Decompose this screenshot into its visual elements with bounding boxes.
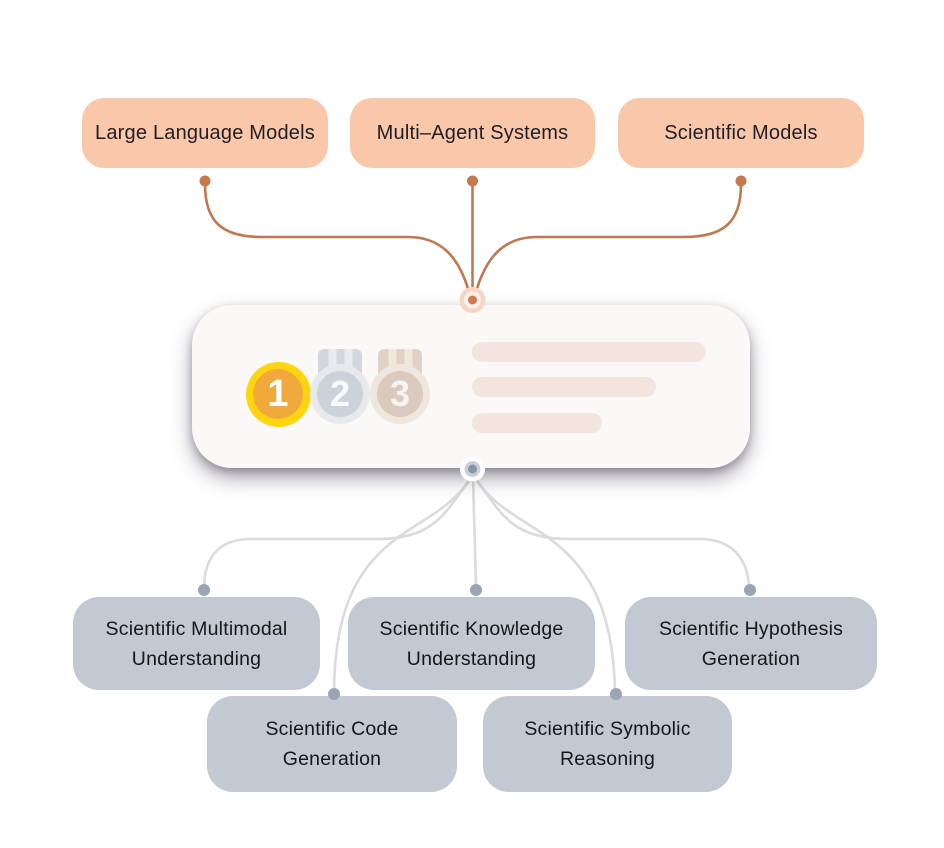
- placeholder-line-1: [472, 342, 706, 362]
- top-node-scientific-models: Scientific Models: [618, 98, 864, 168]
- connector-dot-mas: [467, 175, 478, 187]
- bottom-node-label: Scientific Symbolic Reasoning: [524, 718, 691, 770]
- bottom-node-label: Scientific Code Generation: [265, 718, 399, 770]
- connector-card-to-knowledge: [471, 476, 478, 589]
- top-node-label: Large Language Models: [95, 121, 315, 144]
- hub-center-dot: [468, 295, 477, 305]
- bottom-node-scientific-multimodal-understanding: Scientific Multimodal Understanding: [73, 597, 320, 690]
- bottom-node-label: Scientific Multimodal Understanding: [105, 617, 288, 670]
- connector-card-to-multimodal: [202, 476, 473, 588]
- connector-dot-knowledge: [470, 584, 482, 596]
- connector-llm-to-card: [203, 182, 471, 294]
- top-node-large-language-models: Large Language Models: [82, 98, 328, 168]
- connector-dot-hypothesis: [744, 584, 756, 596]
- medal-disc: 2: [310, 364, 370, 424]
- placeholder-line-2: [472, 377, 656, 397]
- top-node-label: Scientific Models: [664, 121, 818, 144]
- top-node-label: Multi–Agent Systems: [376, 121, 569, 144]
- bottom-node-scientific-hypothesis-generation: Scientific Hypothesis Generation: [625, 597, 877, 690]
- connector-scimodels-to-card: [474, 182, 743, 294]
- top-node-multi-agent-systems: Multi–Agent Systems: [350, 98, 595, 168]
- medal-rank: 2: [317, 371, 363, 417]
- bottom-node-scientific-symbolic-reasoning: Scientific Symbolic Reasoning: [483, 696, 732, 792]
- bottom-node-scientific-code-generation: Scientific Code Generation: [207, 696, 457, 792]
- bottom-node-scientific-knowledge-understanding: Scientific Knowledge Understanding: [348, 597, 595, 690]
- medal-rank: 1: [253, 369, 303, 419]
- medal-disc: 3: [370, 364, 430, 424]
- connector-dot-llm: [199, 175, 211, 187]
- leaderboard-card: 1 2 3: [192, 305, 750, 468]
- bottom-node-label: Scientific Hypothesis Generation: [658, 617, 844, 670]
- connector-dot-scimodels: [735, 175, 747, 187]
- connector-card-to-hypothesis: [473, 476, 751, 588]
- medal-rank: 3: [377, 371, 423, 417]
- placeholder-line-3: [472, 413, 602, 433]
- medal-disc: 1: [245, 361, 311, 427]
- connector-dot-multimodal: [198, 584, 210, 596]
- bottom-node-label: Scientific Knowledge Understanding: [379, 617, 564, 670]
